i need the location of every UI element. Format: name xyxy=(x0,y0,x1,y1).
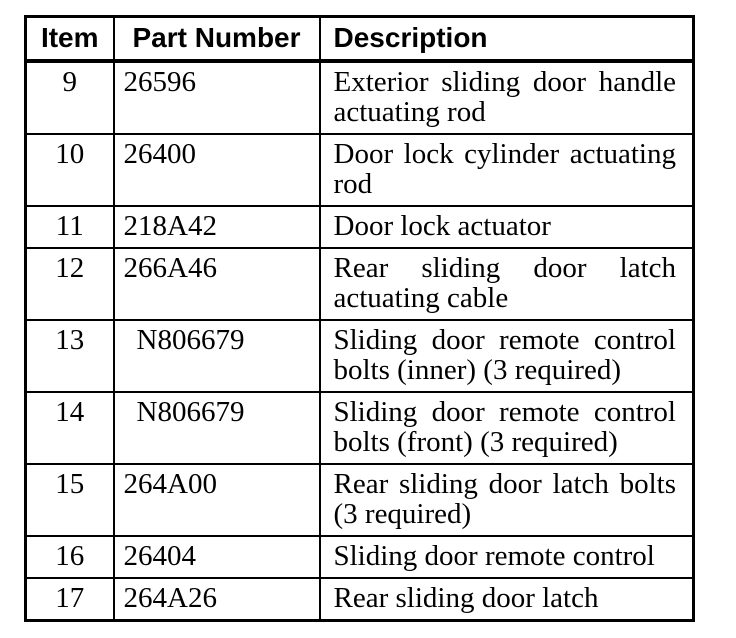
part-number-cell: 218A42 xyxy=(112,205,321,249)
part-number-cell: 266A46 xyxy=(112,247,321,321)
table-row: 14 N806679 Sliding door remote control b… xyxy=(24,391,695,465)
description-cell: Rear sliding door latch bolts (3 require… xyxy=(318,463,695,537)
part-number-cell: 264A00 xyxy=(112,463,321,537)
table-row: 16 26404 Sliding door remote control xyxy=(24,535,695,579)
table-row: 13 N806679 Sliding door remote control b… xyxy=(24,319,695,393)
parts-table: Item Part Number Description 9 26596 Ext… xyxy=(24,15,695,622)
item-cell: 15 xyxy=(24,463,115,537)
table-row: 9 26596 Exterior sliding door handle act… xyxy=(24,60,695,135)
description-cell: Rear sliding door latch xyxy=(318,577,695,622)
part-number-cell: 26596 xyxy=(112,60,321,135)
part-number-cell: 26400 xyxy=(112,133,321,207)
description-cell: Exterior sliding door handle actuating r… xyxy=(318,60,695,135)
item-cell: 11 xyxy=(24,205,115,249)
column-header-part-number: Part Number xyxy=(112,15,321,63)
item-cell: 10 xyxy=(24,133,115,207)
description-cell: Door lock actuator xyxy=(318,205,695,249)
part-number-cell: N806679 xyxy=(112,319,321,393)
item-cell: 9 xyxy=(24,60,115,135)
column-header-item: Item xyxy=(24,15,115,63)
table-row: 15 264A00 Rear sliding door latch bolts … xyxy=(24,463,695,537)
table-header-row: Item Part Number Description xyxy=(24,15,695,63)
description-cell: Rear sliding door latch actuating cable xyxy=(318,247,695,321)
table-row: 17 264A26 Rear sliding door latch xyxy=(24,577,695,622)
table-row: 11 218A42 Door lock actuator xyxy=(24,205,695,249)
item-cell: 17 xyxy=(24,577,115,622)
table-row: 10 26400 Door lock cylinder actuating ro… xyxy=(24,133,695,207)
item-cell: 13 xyxy=(24,319,115,393)
part-number-cell: 26404 xyxy=(112,535,321,579)
item-cell: 12 xyxy=(24,247,115,321)
description-cell: Sliding door remote control xyxy=(318,535,695,579)
column-header-description: Description xyxy=(318,15,695,63)
item-cell: 14 xyxy=(24,391,115,465)
part-number-cell: N806679 xyxy=(112,391,321,465)
item-cell: 16 xyxy=(24,535,115,579)
part-number-cell: 264A26 xyxy=(112,577,321,622)
description-cell: Sliding door remote control bolts (front… xyxy=(318,391,695,465)
description-cell: Sliding door remote control bolts (inner… xyxy=(318,319,695,393)
description-cell: Door lock cylinder actuating rod xyxy=(318,133,695,207)
table-row: 12 266A46 Rear sliding door latch actuat… xyxy=(24,247,695,321)
